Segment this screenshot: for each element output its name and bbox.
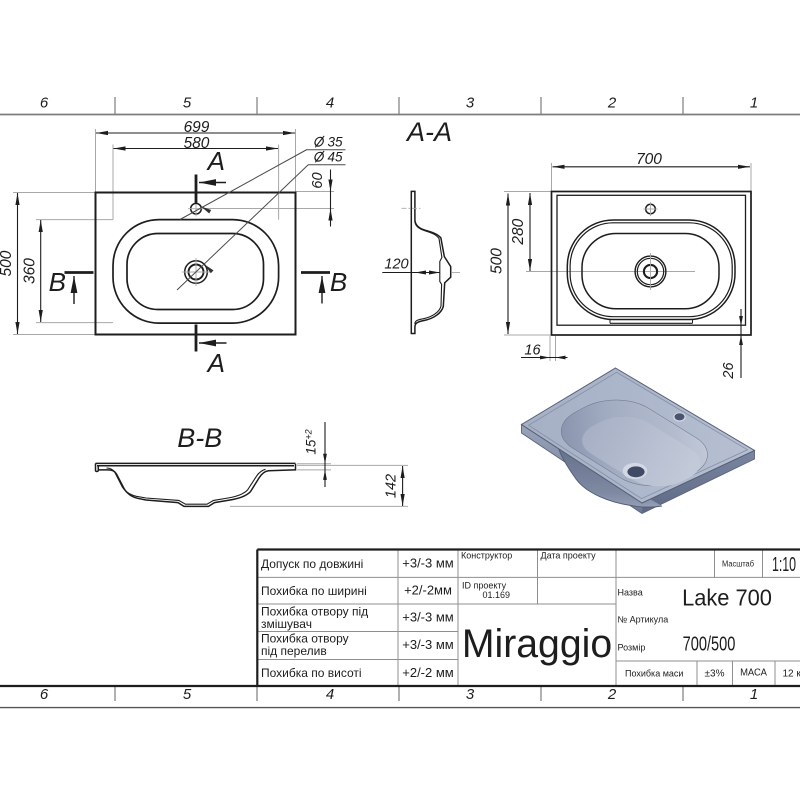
svg-text:Lake 700: Lake 700 — [682, 585, 772, 611]
svg-text:700: 700 — [636, 151, 662, 168]
svg-text:Похибка маси: Похибка маси — [625, 669, 683, 679]
svg-text:Дата проекту: Дата проекту — [541, 551, 597, 561]
svg-text:1: 1 — [750, 95, 758, 112]
svg-text:4: 4 — [326, 95, 334, 112]
svg-text:01.169: 01.169 — [483, 590, 511, 600]
svg-text:3: 3 — [466, 686, 475, 703]
svg-text:ID проекту: ID проекту — [462, 581, 507, 591]
svg-text:360: 360 — [22, 258, 39, 284]
svg-text:699: 699 — [184, 119, 210, 136]
svg-text:+3/-3 мм: +3/-3 мм — [402, 610, 454, 625]
svg-text:6: 6 — [40, 686, 49, 703]
svg-text:+3/-3 мм: +3/-3 мм — [402, 556, 454, 571]
svg-text:6: 6 — [40, 95, 49, 112]
svg-text:МАСА: МАСА — [740, 667, 767, 679]
svg-text:5: 5 — [183, 95, 192, 112]
svg-text:Похибка отвору: Похибка отвору — [261, 632, 349, 646]
svg-text:№ Артикула: № Артикула — [618, 615, 669, 625]
svg-text:Розмір: Розмір — [618, 643, 646, 653]
svg-text:під перелив: під перелив — [261, 644, 327, 658]
svg-text:B: B — [330, 267, 347, 297]
svg-text:+2/-2 мм: +2/-2 мм — [402, 665, 454, 680]
svg-text:35: 35 — [327, 135, 343, 150]
svg-text:Назва: Назва — [618, 588, 643, 598]
svg-text:Похибка по ширині: Похибка по ширині — [261, 584, 367, 598]
svg-text:16: 16 — [524, 343, 541, 359]
svg-text:Похибка отвору під: Похибка отвору під — [261, 605, 368, 619]
svg-text:B-B: B-B — [177, 423, 222, 453]
svg-text:Miraggio: Miraggio — [462, 622, 612, 666]
svg-text:+3/-3 мм: +3/-3 мм — [402, 637, 454, 652]
svg-text:B: B — [49, 267, 66, 297]
svg-text:700/500: 700/500 — [683, 632, 736, 655]
svg-text:1:10: 1:10 — [772, 553, 796, 576]
svg-text:Конструктор: Конструктор — [461, 551, 512, 561]
svg-text:2: 2 — [607, 686, 617, 703]
svg-text:500: 500 — [0, 250, 15, 276]
svg-text:Похибка по висоті: Похибка по висоті — [261, 666, 362, 680]
svg-text:120: 120 — [384, 257, 408, 273]
svg-text:580: 580 — [184, 135, 210, 152]
svg-text:15+2: 15+2 — [304, 429, 319, 454]
svg-text:A: A — [206, 348, 225, 378]
svg-text:26: 26 — [721, 362, 737, 380]
svg-text:Масштаб: Масштаб — [722, 559, 754, 569]
svg-text:A-A: A-A — [405, 117, 452, 147]
svg-text:45: 45 — [327, 150, 343, 165]
svg-text:5: 5 — [183, 686, 192, 703]
svg-text:280: 280 — [510, 218, 527, 245]
svg-text:4: 4 — [326, 686, 334, 703]
svg-text:±3%: ±3% — [705, 669, 725, 680]
svg-text:2: 2 — [607, 95, 617, 112]
svg-text:500: 500 — [489, 248, 506, 274]
svg-text:змішувач: змішувач — [261, 617, 312, 631]
svg-text:A: A — [206, 146, 225, 176]
svg-text:1: 1 — [750, 686, 758, 703]
svg-text:3: 3 — [466, 95, 475, 112]
svg-text:Допуск по довжині: Допуск по довжині — [261, 557, 363, 571]
svg-text:142: 142 — [384, 474, 400, 498]
svg-text:60: 60 — [310, 172, 326, 188]
svg-text:12 кг: 12 кг — [783, 669, 800, 680]
svg-text:+2/-2мм: +2/-2мм — [404, 583, 452, 598]
